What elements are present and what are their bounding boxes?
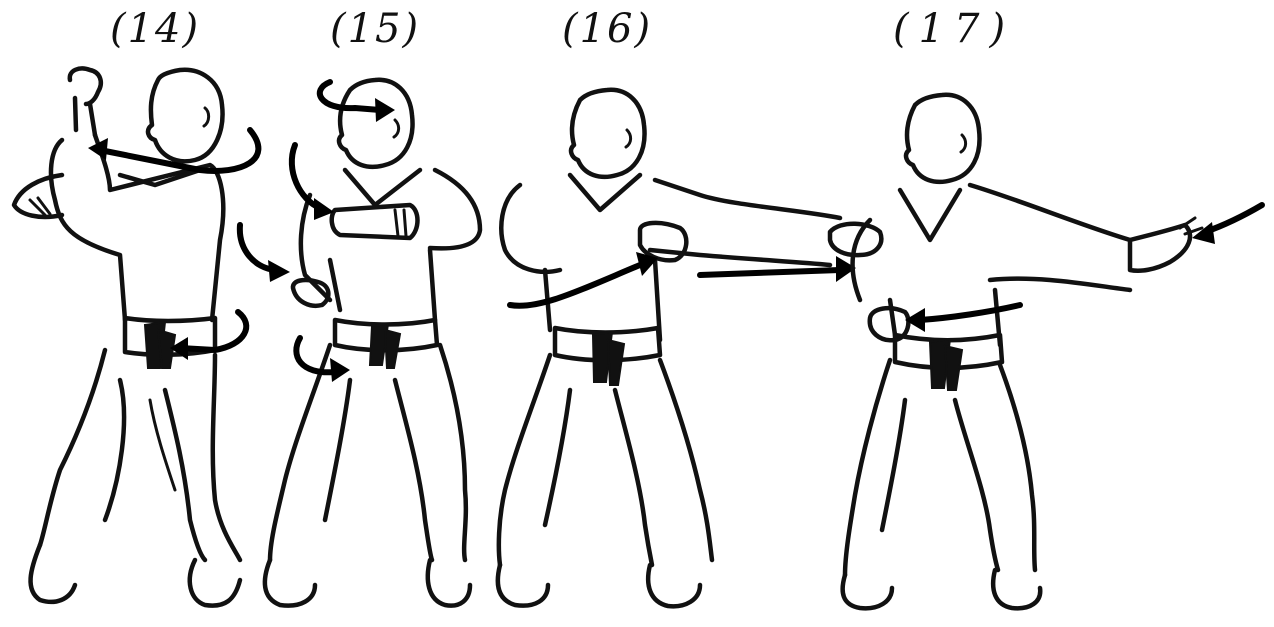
karate-figure-14 <box>14 68 258 605</box>
karate-figure-15 <box>240 80 480 606</box>
karate-figure-17 <box>843 95 1262 608</box>
karate-figure-16 <box>498 90 881 606</box>
